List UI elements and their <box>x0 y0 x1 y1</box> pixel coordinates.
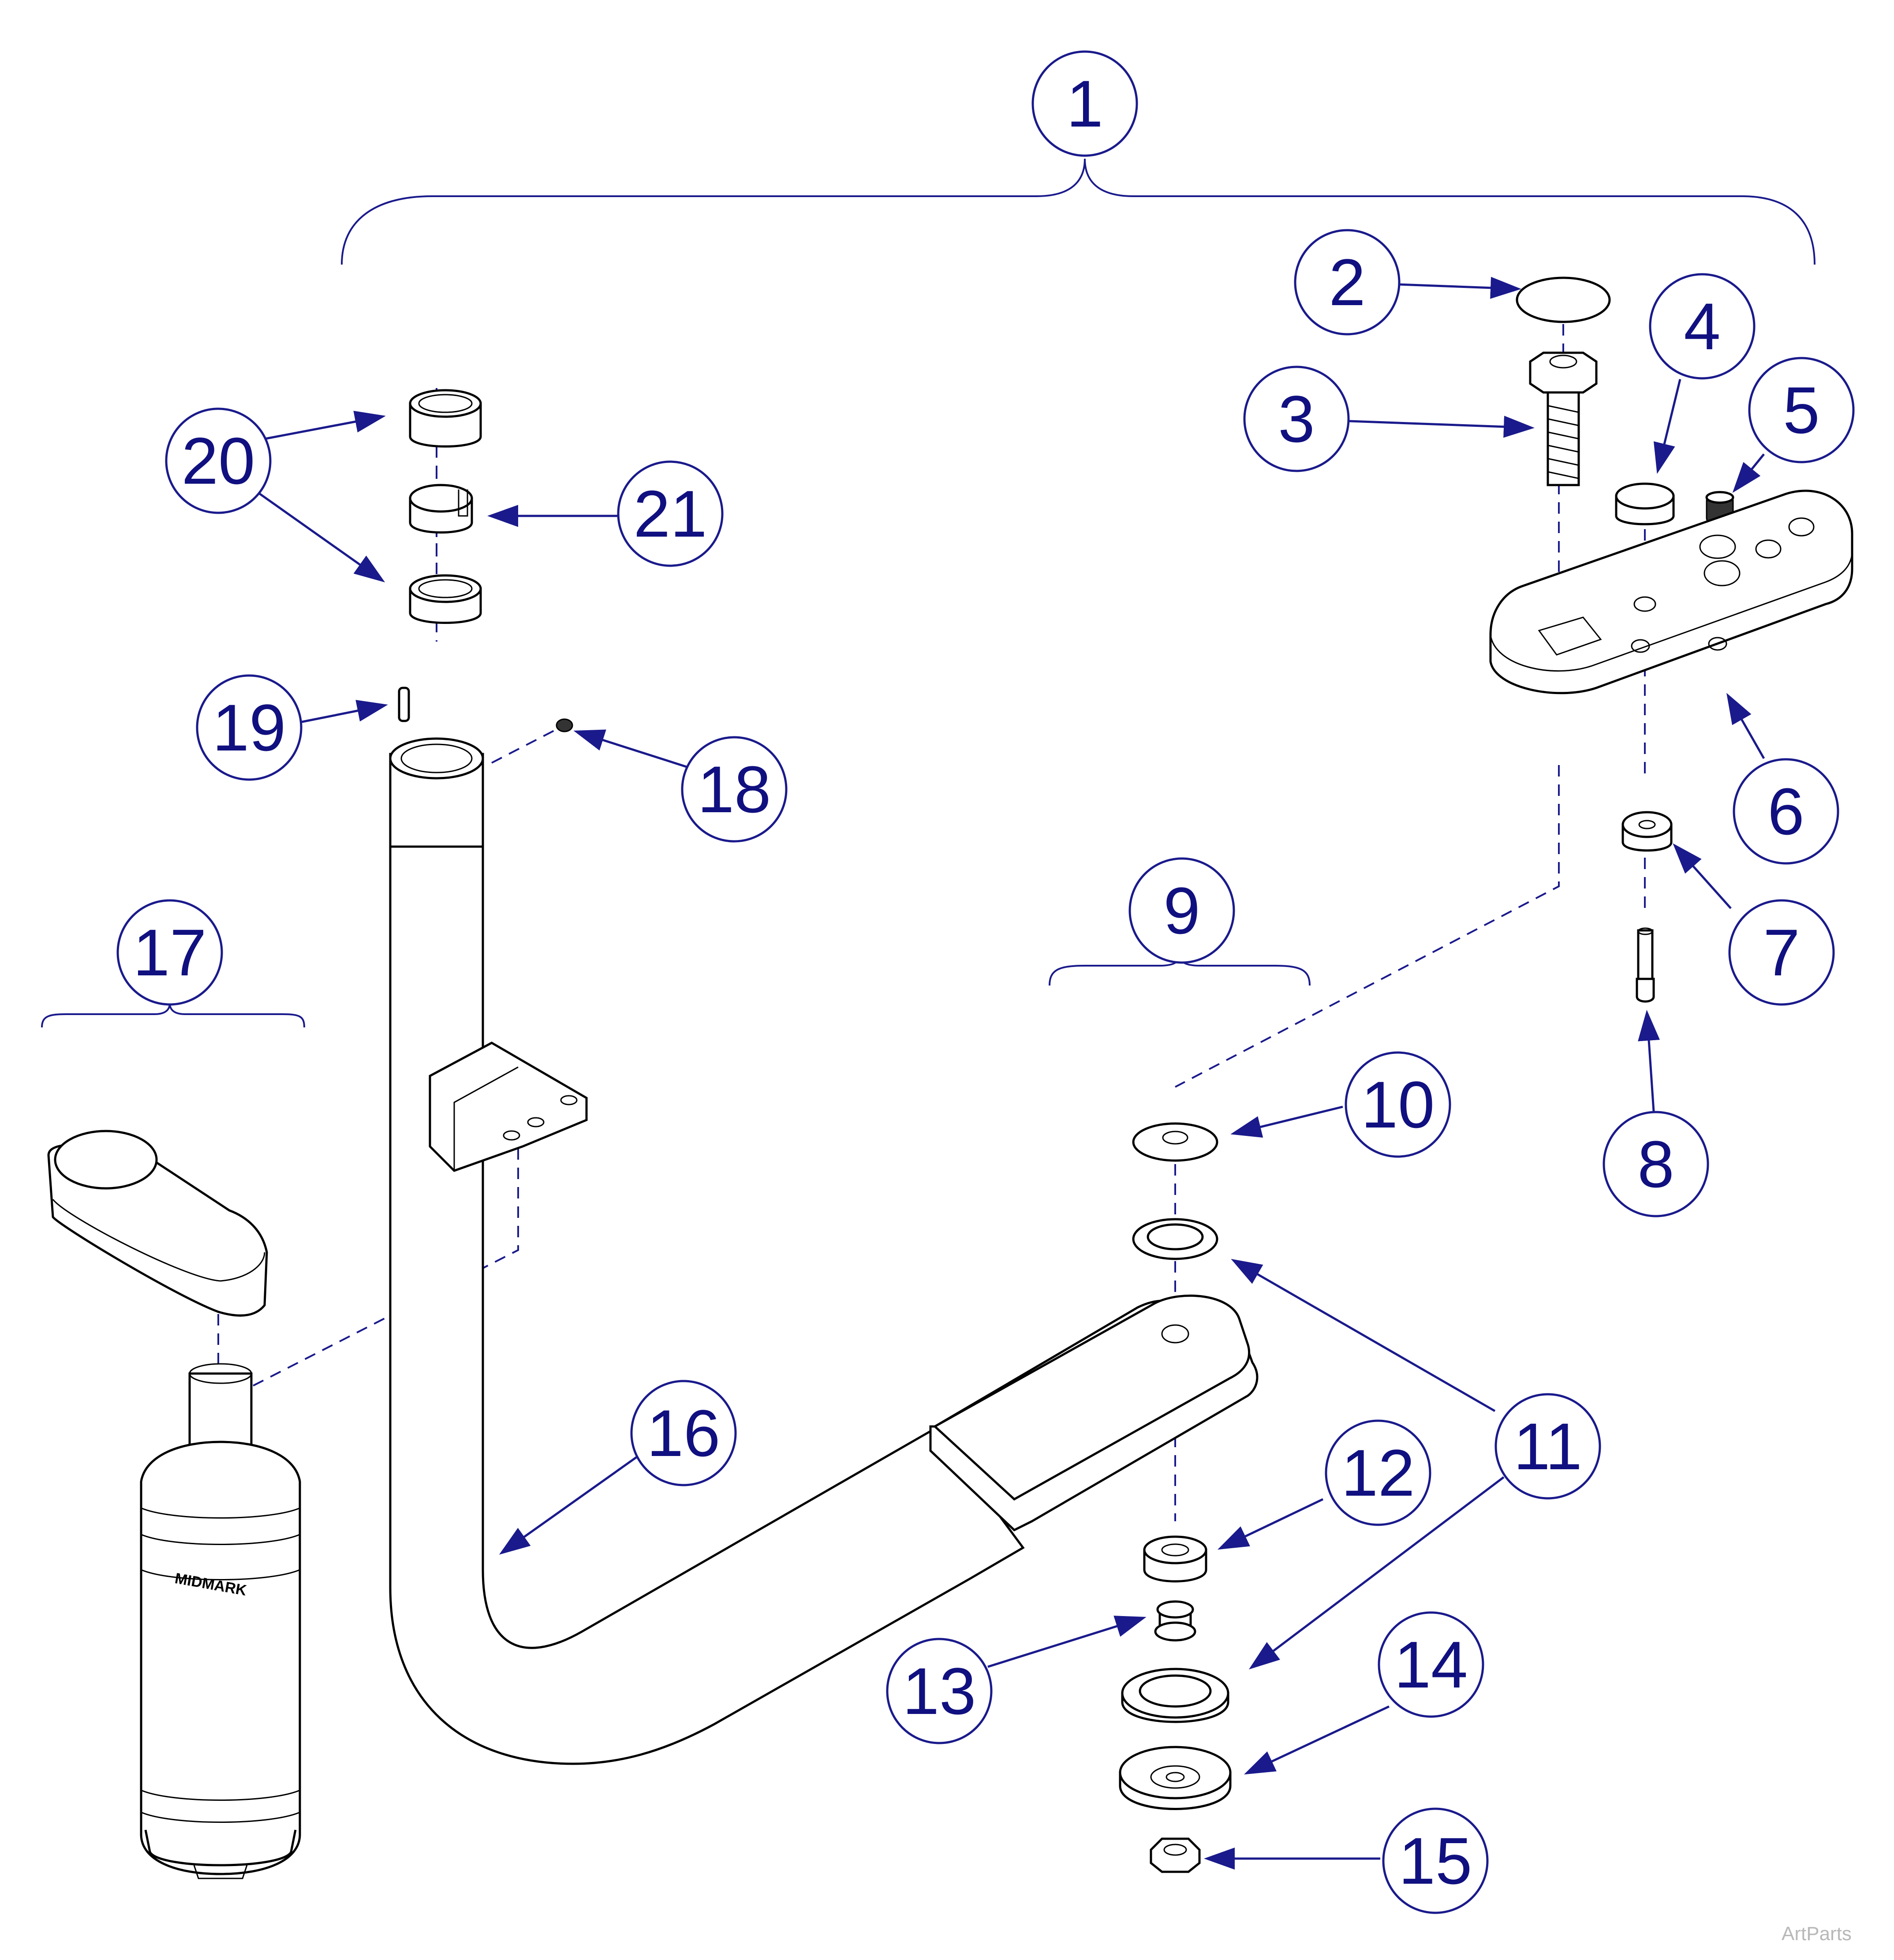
mounting-plate-part <box>1489 489 1853 694</box>
callout-12: 12 <box>1325 1419 1431 1526</box>
hex-bolt-part <box>1529 351 1598 486</box>
callout-21: 21 <box>617 460 724 567</box>
leader-lines <box>253 276 1765 1870</box>
callout-11-label: 11 <box>1513 1409 1582 1483</box>
dowel-pin-part <box>398 687 410 722</box>
callout-3-label: 3 <box>1278 382 1315 456</box>
callout-16: 16 <box>630 1380 737 1486</box>
gas-cylinder-part: MIDMARK <box>140 1363 301 1879</box>
bumper-part <box>1615 482 1675 526</box>
callout-17: 17 <box>116 899 223 1006</box>
flat-washer-part <box>1132 1122 1218 1162</box>
callout-14: 14 <box>1378 1611 1484 1718</box>
callout-2-label: 2 <box>1329 245 1365 319</box>
callout-12-label: 12 <box>1341 1436 1415 1510</box>
callout-20-label: 20 <box>182 424 255 498</box>
callout-7-label: 7 <box>1763 915 1800 989</box>
grub-screw-part <box>556 718 573 732</box>
callout-3: 3 <box>1243 366 1350 472</box>
needle-bearing-upper-part <box>409 389 482 448</box>
callout-15-label: 15 <box>1399 1824 1472 1898</box>
thrust-ring-upper-part <box>1132 1218 1218 1260</box>
cup-washer-part <box>1119 1746 1232 1810</box>
callout-4-label: 4 <box>1684 289 1720 363</box>
callout-8-label: 8 <box>1637 1127 1674 1201</box>
callout-9-label: 9 <box>1163 874 1200 948</box>
sleeve-part <box>1154 1600 1196 1642</box>
assembly-1-bracket <box>341 158 1816 265</box>
callout-21-label: 21 <box>634 477 707 551</box>
hex-nut-part <box>1150 1837 1201 1873</box>
callout-16-label: 16 <box>647 1396 721 1470</box>
callout-10: 10 <box>1345 1051 1451 1158</box>
callout-1: 1 <box>1031 50 1138 157</box>
callout-18-label: 18 <box>698 752 771 826</box>
callout-6-label: 6 <box>1767 774 1804 848</box>
callout-2: 2 <box>1294 229 1401 336</box>
callout-19-label: 19 <box>213 691 286 765</box>
callout-5-label: 5 <box>1783 373 1819 447</box>
callout-18: 18 <box>681 736 788 843</box>
needle-bearing-lower-part <box>409 574 482 624</box>
callout-7: 7 <box>1728 899 1835 1006</box>
callout-19: 19 <box>196 674 303 781</box>
watermark: ArtParts <box>1782 1923 1852 1945</box>
bushing-part <box>1143 1535 1207 1583</box>
callout-11: 11 <box>1494 1393 1601 1500</box>
cap-screw-part <box>1636 927 1655 1003</box>
callout-17-label: 17 <box>133 915 207 989</box>
callout-13: 13 <box>886 1638 993 1744</box>
callout-4: 4 <box>1649 273 1756 380</box>
assembly-17-bracket <box>41 1003 305 1028</box>
split-bushing-part <box>409 484 473 534</box>
thrust-ring-lower-part <box>1121 1668 1229 1723</box>
callout-9: 9 <box>1128 857 1235 964</box>
callout-20: 20 <box>165 407 272 514</box>
callout-6: 6 <box>1733 758 1839 865</box>
support-arm-part <box>389 737 1259 1765</box>
spacer-part <box>1621 811 1673 852</box>
callout-5: 5 <box>1748 357 1855 463</box>
callout-10-label: 10 <box>1361 1068 1435 1142</box>
callout-8: 8 <box>1603 1111 1709 1217</box>
cap-part <box>1516 276 1611 323</box>
callout-1-label: 1 <box>1066 67 1103 141</box>
callout-15: 15 <box>1382 1807 1489 1914</box>
cover-part <box>47 1130 268 1317</box>
callout-13-label: 13 <box>903 1654 976 1728</box>
callout-14-label: 14 <box>1394 1628 1468 1702</box>
